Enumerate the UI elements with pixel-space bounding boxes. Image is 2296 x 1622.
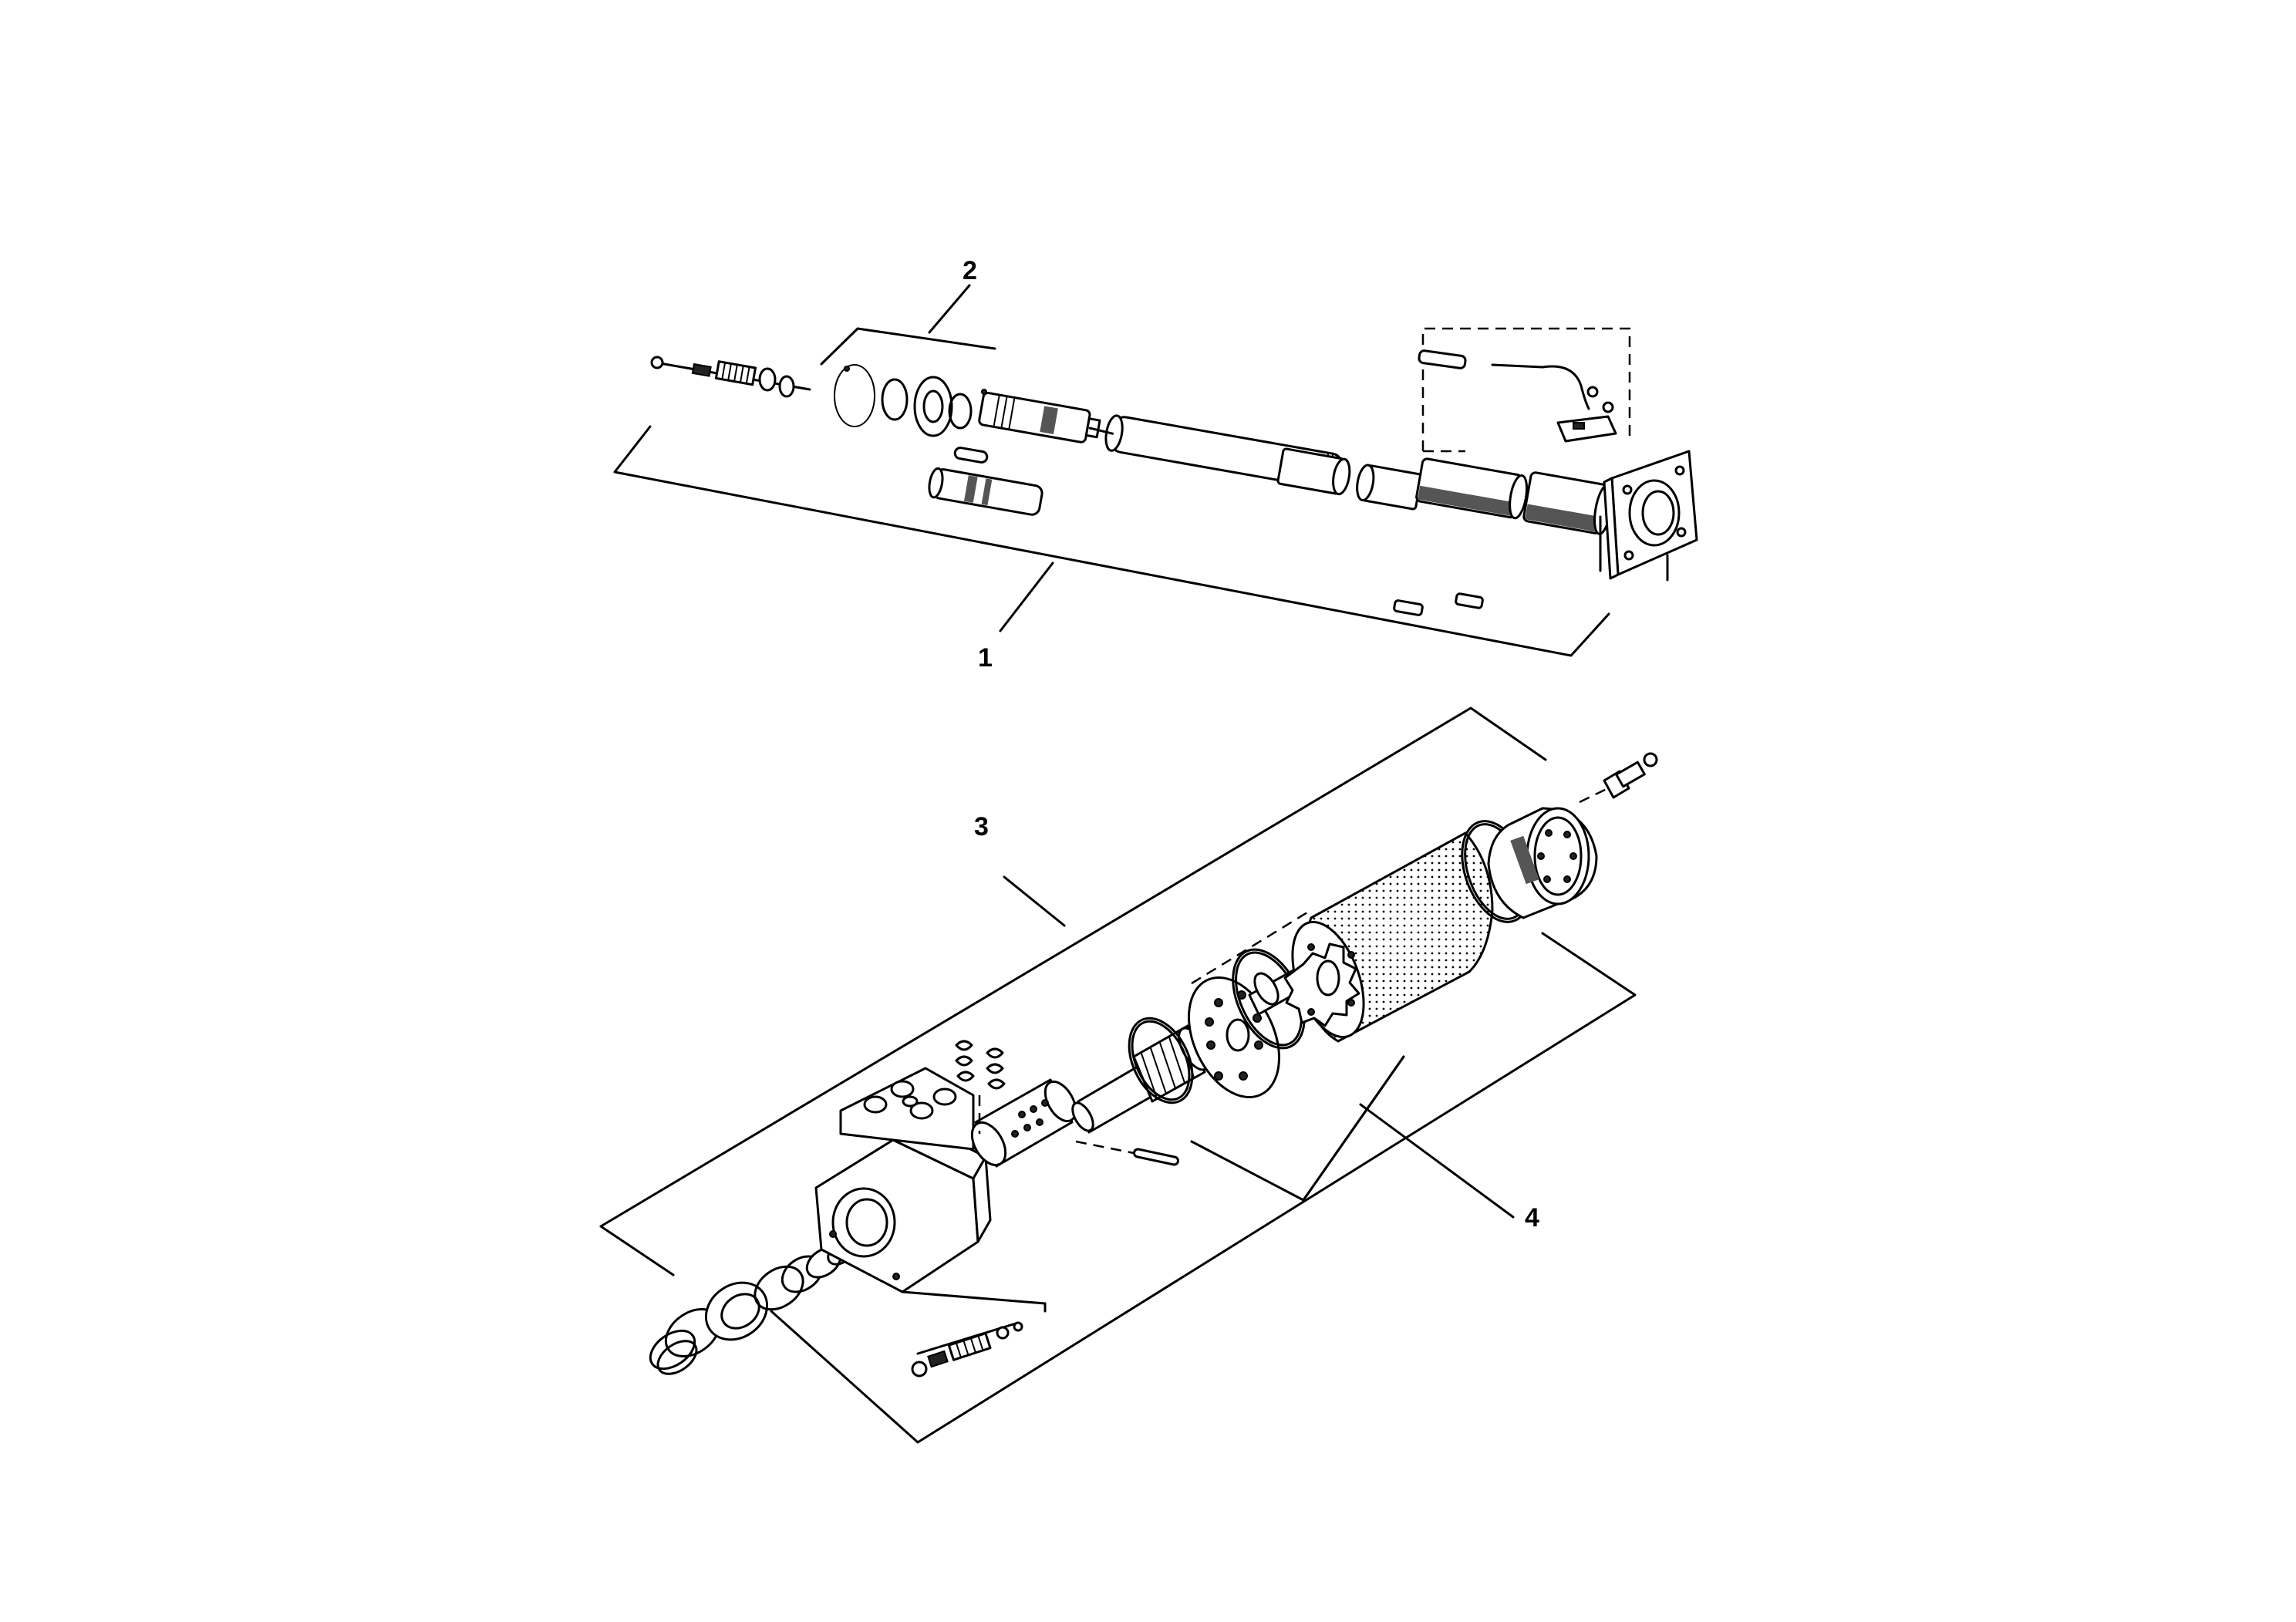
bracket-1	[613, 425, 1610, 657]
mounting-flange	[1599, 450, 1698, 582]
bracket-3	[599, 706, 1547, 1276]
gear-wheel-set	[1283, 831, 1494, 1043]
drive-shaft	[1071, 1024, 1210, 1134]
sleeve-2	[1356, 464, 1423, 511]
end-cover	[1487, 807, 1598, 919]
outer-tube-1	[1415, 457, 1529, 520]
callout-4: 4	[1525, 1203, 1539, 1233]
bracket-4	[770, 932, 1637, 1444]
relief-valve	[901, 1290, 1047, 1378]
bracket-2	[820, 284, 996, 366]
centering-springs	[955, 1040, 1006, 1134]
pins-pair	[1393, 592, 1484, 616]
switch-box	[1418, 327, 1631, 453]
upper-assembly	[613, 284, 1698, 657]
key-1	[953, 447, 989, 464]
o-ring-1	[1128, 1017, 1194, 1104]
seal-rings	[834, 364, 987, 437]
splined-shaft	[978, 391, 1101, 443]
callout-1: 1	[978, 643, 993, 673]
end-bolt-spring	[650, 356, 811, 398]
callout-2: 2	[963, 256, 977, 285]
callout-3: 3	[974, 812, 989, 841]
sleeve-1	[1276, 447, 1351, 496]
end-bolt	[1579, 752, 1658, 804]
cross-pin	[1075, 1140, 1179, 1166]
lower-assembly	[599, 706, 1658, 1444]
valve-housing	[814, 1067, 992, 1293]
spool-sleeve	[970, 1078, 1077, 1168]
inner-shaft	[928, 467, 1043, 516]
